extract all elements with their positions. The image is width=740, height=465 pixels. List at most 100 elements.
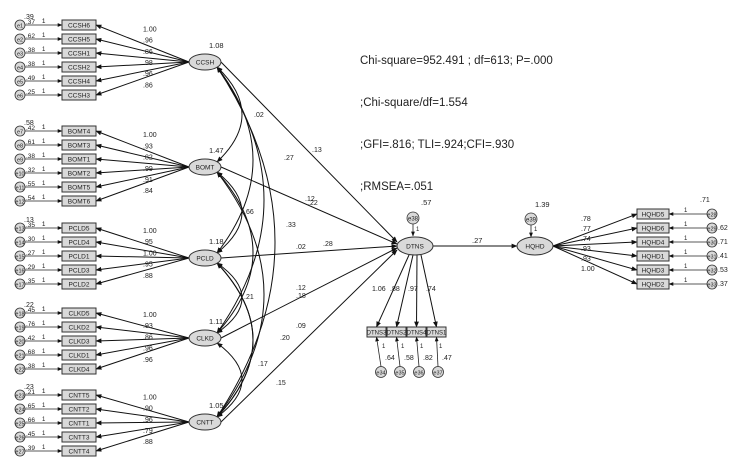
indicator-label: PCLD4 bbox=[69, 240, 90, 247]
error-term-label: e25 bbox=[15, 422, 24, 428]
error-variance-label: .82 bbox=[423, 355, 433, 362]
error-variance-label: .49 bbox=[26, 75, 35, 82]
covariance-label: .20 bbox=[280, 335, 290, 342]
error-term-circle bbox=[14, 250, 26, 262]
error-variance-label: .35 bbox=[26, 222, 35, 229]
indicator-label: DTNS2 bbox=[387, 331, 407, 337]
indicator-label: CLKD4 bbox=[69, 367, 90, 374]
loading-label: .79 bbox=[143, 428, 153, 435]
error-term-label: e10 bbox=[15, 172, 24, 178]
fit-statistics: Chi-square=952.491 ; df=613; P=.000 ;Chi… bbox=[360, 26, 553, 208]
loading-label: 1.00 bbox=[143, 394, 157, 401]
loading-path bbox=[95, 227, 190, 259]
error-term-circle bbox=[706, 222, 718, 234]
loading-label: .97 bbox=[408, 286, 418, 293]
indicator-label: PCLD2 bbox=[69, 282, 90, 289]
indicator-label: CNTT1 bbox=[69, 421, 90, 428]
error-term-circle bbox=[14, 19, 26, 31]
indicator-box bbox=[61, 236, 97, 248]
loading-path bbox=[552, 239, 638, 247]
indicator-label: BOMT5 bbox=[68, 185, 91, 192]
loading-path bbox=[95, 337, 190, 344]
loading-label: .74 bbox=[581, 236, 591, 243]
indicator-box bbox=[636, 222, 670, 234]
indicator-box bbox=[61, 307, 97, 319]
loading-label: 1.00 bbox=[143, 250, 157, 257]
error-variance-label: .30 bbox=[26, 236, 35, 243]
structural-path bbox=[220, 166, 398, 245]
covariance-arc bbox=[216, 342, 243, 418]
error-variance-label: .66 bbox=[26, 417, 35, 424]
indicator-label: CNTT3 bbox=[69, 435, 90, 442]
error-term-label: e24 bbox=[15, 408, 24, 414]
error-term-label: e22 bbox=[15, 368, 24, 374]
loading-path bbox=[95, 51, 190, 63]
error-term-label: e36 bbox=[414, 371, 423, 377]
error-term-circle bbox=[14, 349, 26, 361]
indicator-box bbox=[61, 139, 97, 151]
loading-path bbox=[95, 37, 190, 63]
error-variance-label: .27 bbox=[26, 250, 35, 257]
loading-path bbox=[95, 420, 190, 426]
indicator-label: BOMT6 bbox=[68, 199, 91, 206]
loading-path bbox=[95, 61, 190, 96]
error-term-label: e5 bbox=[17, 80, 23, 86]
latent-oval bbox=[188, 413, 222, 431]
error-term-label: e23 bbox=[15, 394, 24, 400]
error-term-circle bbox=[14, 181, 26, 193]
indicator-box bbox=[61, 431, 97, 443]
error-term-label: e31 bbox=[707, 255, 716, 261]
indicator-box bbox=[61, 181, 97, 193]
loading-path bbox=[414, 254, 419, 328]
loading-label: .98 bbox=[143, 60, 153, 67]
indicator-box bbox=[61, 363, 97, 375]
indicator-label: CCSH2 bbox=[68, 65, 90, 72]
fixed-one-label: 1 bbox=[42, 139, 46, 145]
error-variance-label: .55 bbox=[26, 181, 35, 188]
loading-label: .96 bbox=[143, 346, 153, 353]
loading-path bbox=[95, 166, 190, 202]
covariance-arc bbox=[216, 171, 243, 254]
loading-path bbox=[95, 407, 190, 423]
covariance-arc bbox=[216, 66, 254, 254]
indicator-box bbox=[61, 321, 97, 333]
error-term-circle bbox=[706, 236, 718, 248]
fixed-one-label: 1 bbox=[42, 222, 46, 228]
indicator-box bbox=[61, 222, 97, 234]
loading-label: .93 bbox=[581, 246, 591, 253]
indicator-box bbox=[61, 403, 97, 415]
fixed-one-label: 1 bbox=[42, 19, 46, 25]
fixed-one-label: 1 bbox=[42, 222, 46, 228]
indicator-box bbox=[636, 250, 670, 262]
error-term-label: e18 bbox=[15, 312, 24, 318]
fixed-one-label: 1 bbox=[42, 236, 46, 242]
covariance-label: .22 bbox=[308, 200, 318, 207]
indicator-label: CCSH6 bbox=[68, 23, 90, 30]
loading-path bbox=[95, 24, 190, 63]
disturbance-circle bbox=[524, 212, 538, 226]
indicator-label: HQHD3 bbox=[642, 268, 665, 275]
indicator-label: CNTT4 bbox=[69, 449, 90, 456]
covariance-label: .66 bbox=[244, 209, 254, 216]
error-term-circle bbox=[14, 236, 26, 248]
fixed-one-label: 1 bbox=[42, 250, 46, 256]
fixed-one-label: 1 bbox=[42, 125, 46, 131]
latent-oval bbox=[188, 249, 222, 267]
indicator-box bbox=[366, 326, 387, 338]
covariance-arcs bbox=[216, 66, 276, 418]
error-term-label: e21 bbox=[15, 354, 24, 360]
indicator-box bbox=[61, 19, 97, 31]
indicator-label: HQHD4 bbox=[642, 240, 665, 247]
fixed-one-label: 1 bbox=[42, 349, 46, 355]
error-term-label: e20 bbox=[15, 340, 24, 346]
loading-label: .93 bbox=[143, 143, 153, 150]
indicator-label: HQHD2 bbox=[642, 282, 665, 289]
error-variance-label: .38 bbox=[26, 153, 35, 160]
indicator-label: CCSH1 bbox=[68, 51, 90, 58]
covariance-arc bbox=[216, 171, 265, 418]
loading-label: .96 bbox=[143, 357, 153, 364]
fixed-one-label: 1 bbox=[42, 19, 46, 25]
error-term-label: e34 bbox=[376, 371, 385, 377]
error-variance-label: .32 bbox=[26, 167, 35, 174]
fixed-one-label: 1 bbox=[42, 335, 46, 341]
